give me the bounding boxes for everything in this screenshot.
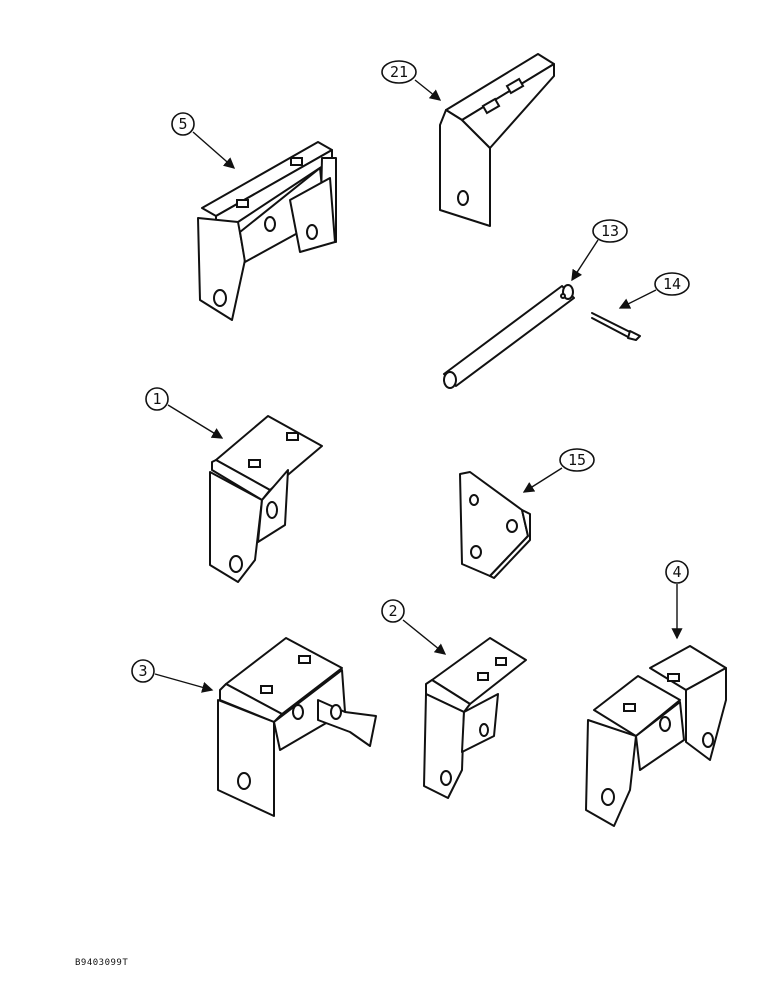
callout-15: 15 bbox=[522, 448, 595, 493]
callout-5-label: 5 bbox=[178, 115, 187, 133]
part-1-bracket bbox=[209, 415, 323, 583]
callout-3-label: 3 bbox=[138, 662, 147, 680]
callout-1: 1 bbox=[145, 387, 224, 439]
drawing-reference-number: B9403099T bbox=[75, 958, 129, 968]
callout-21-label: 21 bbox=[390, 63, 408, 81]
part-15-plate bbox=[459, 471, 531, 579]
part-21-bracket bbox=[439, 53, 555, 227]
callout-1-label: 1 bbox=[152, 390, 161, 408]
callout-13-label: 13 bbox=[601, 222, 619, 240]
part-4-bracket bbox=[585, 645, 727, 827]
part-5-bracket bbox=[197, 141, 337, 321]
callout-13: 13 bbox=[571, 219, 628, 282]
callout-14-label: 14 bbox=[663, 275, 681, 293]
callout-21: 21 bbox=[381, 60, 442, 101]
callout-5: 5 bbox=[171, 112, 236, 169]
part-13-pin bbox=[443, 284, 575, 389]
callout-4: 4 bbox=[665, 560, 689, 640]
part-2-bracket bbox=[423, 637, 527, 799]
part-3-bracket bbox=[217, 637, 377, 817]
callout-2-label: 2 bbox=[388, 602, 397, 620]
callout-15-label: 15 bbox=[568, 451, 586, 469]
part-14-cotter-pin bbox=[591, 312, 641, 341]
callout-3: 3 bbox=[131, 659, 214, 693]
callout-2: 2 bbox=[381, 599, 447, 655]
callout-4-label: 4 bbox=[672, 563, 681, 581]
callout-14: 14 bbox=[618, 272, 690, 309]
